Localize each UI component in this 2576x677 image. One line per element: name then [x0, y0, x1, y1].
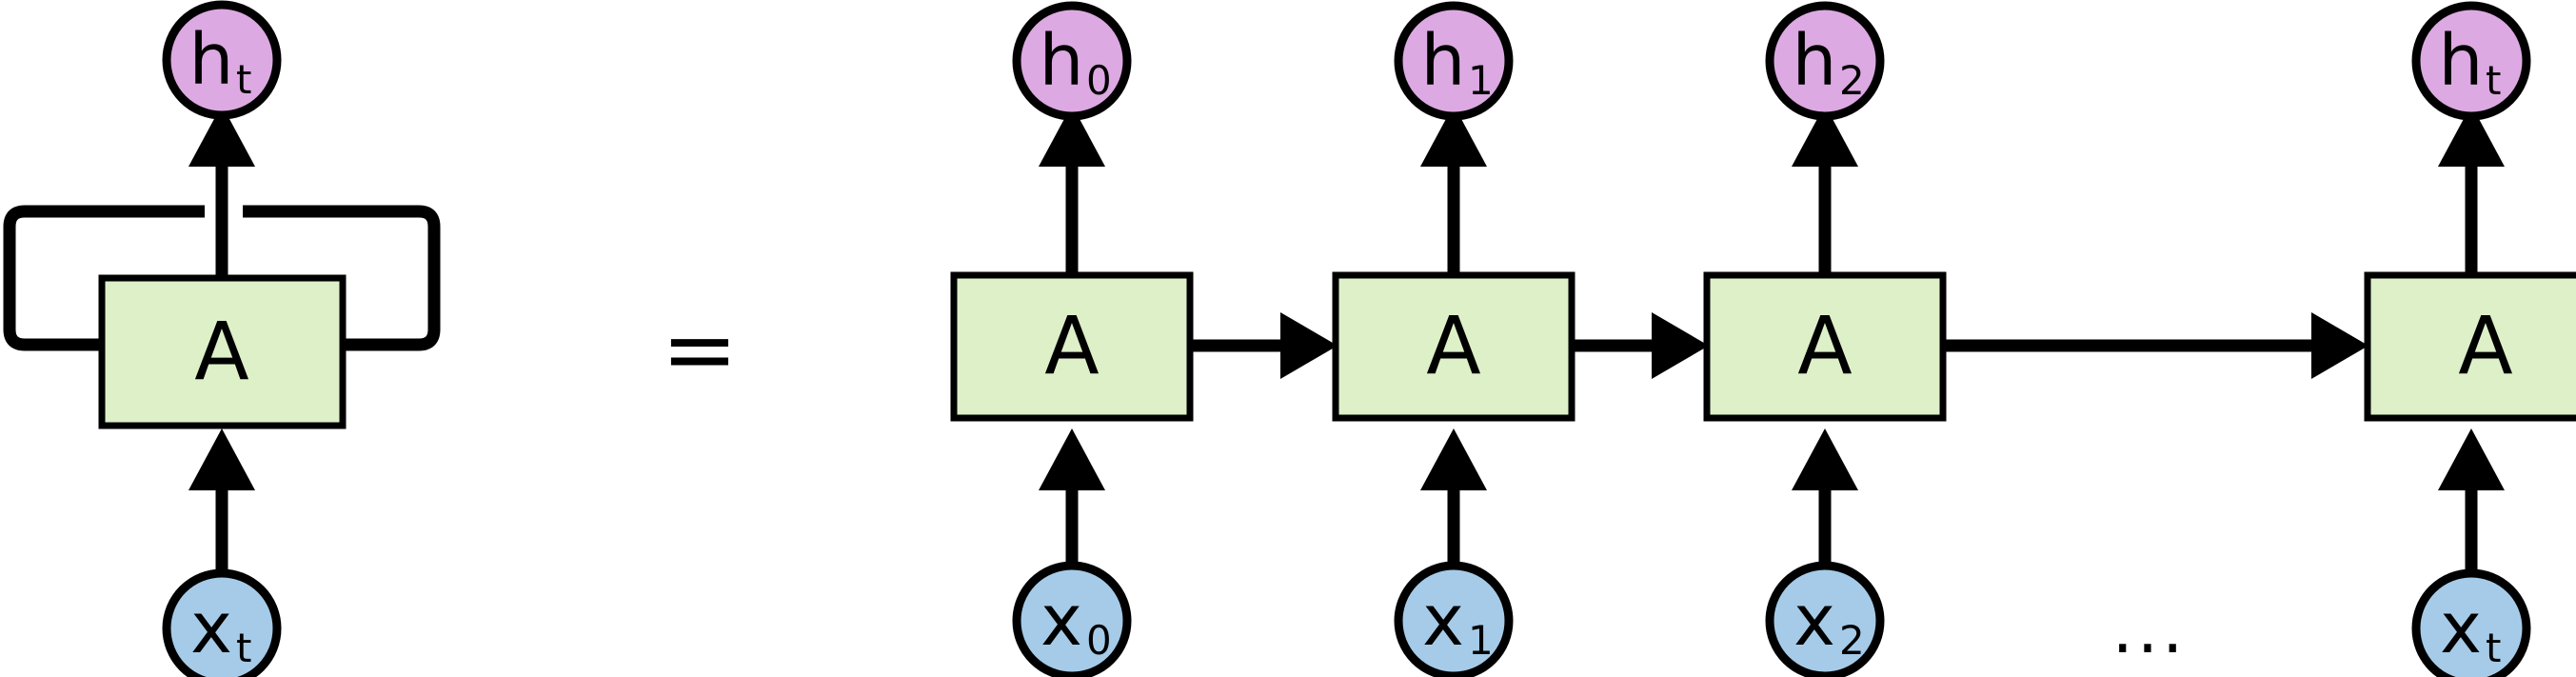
- recurrent-loop-right-segment: [243, 205, 441, 351]
- unrolled-cell-0-hidden-subscript: 0: [1086, 57, 1112, 104]
- unrolled-connector-0-1-arrowhead: [1280, 312, 1338, 379]
- unrolled-cell-3-hidden-subscript: t: [2486, 57, 2501, 104]
- folded-input-label: x: [190, 587, 232, 669]
- folded-output-arrowhead: [188, 105, 255, 167]
- unrolled-connector-1-2: [1572, 312, 1709, 379]
- unrolled-cell-0-input-label: x: [1040, 580, 1082, 662]
- unrolled-cell-1-input-subscript: 1: [1468, 617, 1494, 664]
- unrolled-cell-2-hidden-subscript: 2: [1839, 57, 1865, 104]
- unrolled-cell-0-input-arrowhead: [1039, 428, 1105, 490]
- unrolled-cell-3-input-node[interactable]: [2411, 568, 2531, 677]
- unrolled-cell-3-group: A h t x t: [2364, 1, 2576, 677]
- sequence-ellipsis: ...: [2112, 590, 2188, 668]
- unrolled-connector-2-last-arrowhead: [2311, 312, 2368, 379]
- unrolled-cell-3-input-label: x: [2440, 587, 2482, 669]
- folded-cell-label: A: [194, 305, 248, 398]
- unrolled-cell-2-box[interactable]: [1703, 271, 1947, 422]
- unrolled-cell-2-hidden-node[interactable]: [1765, 1, 1885, 121]
- unrolled-cell-2-input-node[interactable]: [1765, 561, 1885, 677]
- unrolled-cell-0-label: A: [1044, 299, 1099, 392]
- unrolled-cell-2-hidden-label: h: [1793, 20, 1837, 102]
- unrolled-cell-2-input-label: x: [1793, 580, 1835, 662]
- unrolled-cell-1-hidden-subscript: 1: [1468, 57, 1494, 104]
- folded-input-node[interactable]: [162, 568, 282, 677]
- folded-hidden-state-label: h: [189, 19, 234, 101]
- folded-input-subscript: t: [236, 625, 251, 671]
- folded-cell-box[interactable]: [98, 274, 347, 429]
- unrolled-cell-1-hidden-label: h: [1421, 20, 1466, 102]
- unrolled-cell-3-input-subscript: t: [2486, 625, 2501, 671]
- unrolled-cell-1-label: A: [1426, 299, 1480, 392]
- unrolled-cell-1-output-arrowhead: [1420, 105, 1487, 167]
- unrolled-cell-1-hidden-node[interactable]: [1394, 1, 1514, 121]
- unrolled-cell-0-input-node[interactable]: [1012, 561, 1132, 677]
- folded-rnn-group: A h t x t: [3, 0, 441, 677]
- unrolled-cell-1-input-node[interactable]: [1394, 561, 1514, 677]
- unrolled-cell-0-hidden-node[interactable]: [1012, 1, 1132, 121]
- folded-hidden-state-subscript: t: [236, 56, 251, 103]
- unrolled-cell-2-output-arrowhead: [1792, 105, 1858, 167]
- unrolled-cell-3-box[interactable]: [2364, 271, 2576, 422]
- unrolled-cell-2-group: A h 2 x 2: [1703, 1, 1947, 677]
- unrolled-cell-2-input-arrowhead: [1792, 428, 1858, 490]
- unrolled-cell-3-label: A: [2458, 299, 2512, 392]
- unrolled-cell-3-hidden-label: h: [2439, 20, 2484, 102]
- recurrent-loop-left-segment: [3, 205, 257, 351]
- unrolled-cell-3-hidden-node[interactable]: [2411, 1, 2531, 121]
- unrolled-connector-0-1: [1190, 312, 1338, 379]
- folded-hidden-state-node[interactable]: [162, 0, 282, 120]
- unrolled-cell-0-input-subscript: 0: [1086, 617, 1112, 664]
- unrolled-connector-2-last: [1943, 312, 2368, 379]
- unrolled-cell-2-input-subscript: 2: [1839, 617, 1865, 664]
- folded-input-arrowhead: [188, 428, 255, 490]
- unrolled-cell-0-box[interactable]: [950, 271, 1194, 422]
- unrolled-cell-0-hidden-label: h: [1040, 20, 1084, 102]
- unrolled-cell-3-input-arrowhead: [2438, 428, 2505, 490]
- unrolled-cell-1-group: A h 1 x 1: [1332, 1, 1575, 677]
- unrolled-connector-1-2-arrowhead: [1652, 312, 1709, 379]
- unrolled-cell-0-output-arrowhead: [1039, 105, 1105, 167]
- unrolled-cell-2-label: A: [1797, 299, 1852, 392]
- unrolled-cell-1-input-label: x: [1422, 580, 1464, 662]
- equals-symbol: =: [662, 296, 738, 403]
- unrolled-cell-1-box[interactable]: [1332, 271, 1575, 422]
- unrolled-cell-1-input-arrowhead: [1420, 428, 1487, 490]
- unrolled-cell-0-group: A h 0 x 0: [950, 1, 1194, 677]
- unrolled-cell-3-output-arrowhead: [2438, 105, 2505, 167]
